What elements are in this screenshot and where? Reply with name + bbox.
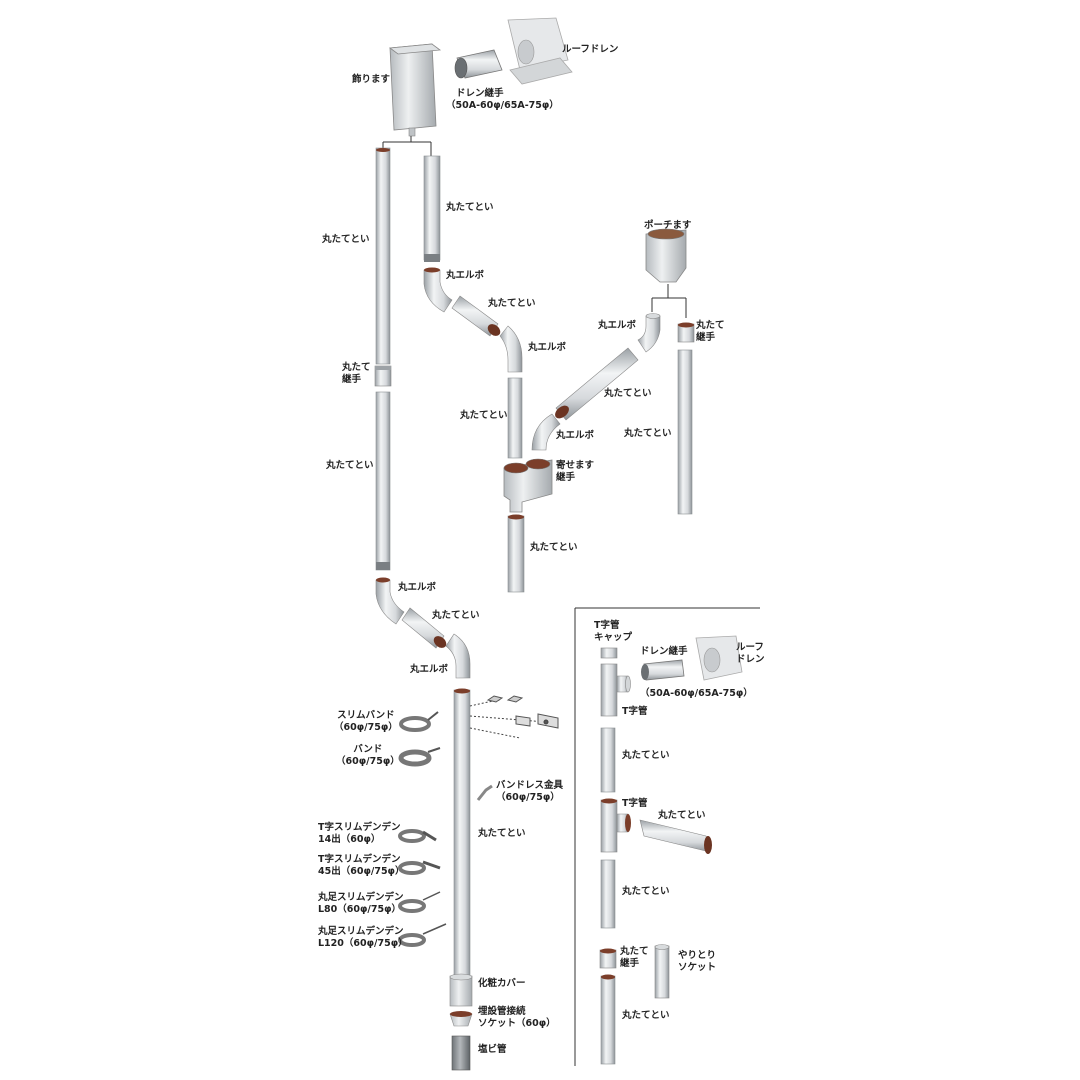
inset-drain-joint: [641, 659, 685, 681]
label-pipe-b2: 丸たてとい: [488, 298, 536, 309]
pvc-pipe: [451, 1035, 471, 1071]
pipe-b3: [507, 377, 523, 459]
elbow-c1: [637, 315, 661, 353]
label-socket: 埋設管接続 ソケット（60φ）: [478, 1006, 556, 1029]
label-pipe-b3: 丸たてとい: [460, 410, 508, 421]
pipe-a2: [375, 391, 391, 571]
elbow-a2: [445, 633, 471, 679]
label-joint-c: 丸たて 継手: [696, 320, 725, 343]
label-slim-band: スリムバンド （60φ/75φ）: [334, 710, 398, 733]
label-drain-joint: ドレン継手: [456, 88, 504, 99]
label-elbow-b2: 丸エルボ: [528, 342, 567, 353]
label-inset-t1: T字管: [622, 706, 648, 717]
elbow-c2: [531, 413, 561, 451]
label-porch-masu: ポーチます: [644, 220, 692, 231]
yose-masu: [503, 458, 553, 513]
label-inset-pipe2: 丸たてとい: [658, 810, 706, 821]
label-inset-yaritori: やりとり ソケット: [678, 950, 717, 973]
inset-t-cap: [600, 647, 618, 659]
label-elbow-c1: 丸エルボ: [598, 320, 637, 331]
label-t-slim-45: T字スリムデンデン 45出（60φ/75φ）: [318, 854, 405, 877]
band-part: [398, 747, 441, 767]
label-pipe-a2: 丸たてとい: [326, 460, 374, 471]
bandless-bracket: [476, 784, 493, 801]
label-drain-joint-size: （50A-60φ/65A-75φ）: [446, 100, 559, 111]
label-pipe-a3: 丸たてとい: [432, 610, 480, 621]
label-pvc: 塩ビ管: [478, 1044, 507, 1055]
inset-yaritori-socket: [654, 945, 670, 999]
buried-socket: [449, 1011, 473, 1027]
label-maru-l80: 丸足スリムデンデン L80（60φ/75φ）: [318, 892, 404, 915]
label-elbow-a1: 丸エルボ: [398, 582, 437, 593]
pipe-c3: [677, 349, 693, 515]
inset-t-pipe-1: [600, 663, 631, 717]
elbow-b2: [499, 325, 523, 373]
label-pipe-a4: 丸たてとい: [478, 828, 526, 839]
pipe-b1: [423, 155, 441, 261]
inset-pipe-2: [639, 819, 711, 853]
drain-joint-top: [454, 49, 503, 79]
porch-masu-box: [645, 228, 687, 283]
label-cover: 化粧カバー: [478, 978, 526, 989]
t-slim-14-part: [398, 829, 437, 843]
label-inset-roof-drain: ルーフ ドレン: [736, 642, 765, 665]
bracket-hardware: [469, 695, 559, 739]
label-kazari-masu: 飾ります: [352, 74, 391, 85]
cosmetic-cover: [449, 973, 473, 1007]
pipe-a1: [375, 147, 391, 365]
connector-lines-porch: [651, 284, 687, 318]
label-pipe-b1: 丸たてとい: [446, 202, 494, 213]
label-pipe-a1: 丸たてとい: [322, 234, 370, 245]
label-inset-t2: T字管: [622, 798, 648, 809]
roof-drain-top: [507, 17, 573, 85]
label-t-slim-14: T字スリムデンデン 14出（60φ）: [318, 822, 401, 845]
label-inset-pipe4: 丸たてとい: [622, 1010, 670, 1021]
inset-pipe-3: [600, 859, 616, 929]
inset-pipe-4: [600, 975, 616, 1065]
slim-band-part: [399, 711, 439, 732]
label-band: バンド （60φ/75φ）: [336, 744, 400, 767]
label-elbow-a2: 丸エルボ: [410, 664, 449, 675]
pipe-d: [507, 515, 525, 593]
label-bandless: バンドレス金具 （60φ/75φ）: [496, 780, 563, 803]
label-t-cap: T字管 キャップ: [594, 620, 633, 643]
label-inset-pipe1: 丸たてとい: [622, 750, 670, 761]
elbow-a1: [375, 579, 405, 625]
label-pipe-d: 丸たてとい: [530, 542, 578, 553]
label-inset-drain-joint: ドレン継手: [640, 646, 688, 657]
t-slim-45-part: [398, 860, 441, 875]
label-roof-drain: ルーフドレン: [562, 44, 619, 55]
elbow-b1: [423, 269, 453, 313]
label-elbow-b1: 丸エルボ: [446, 270, 485, 281]
label-yose-masu: 寄せます 継手: [556, 460, 595, 483]
label-maru-l120: 丸足スリムデンデン L120（60φ/75φ）: [318, 926, 408, 949]
label-elbow-c2: 丸エルボ: [556, 430, 595, 441]
pipe-a4: [453, 689, 471, 989]
kazari-masu-box: [388, 43, 442, 137]
maru-l80-part: [398, 891, 441, 913]
label-inset-drain-size: （50A-60φ/65A-75φ）: [640, 688, 753, 699]
label-inset-pipe3: 丸たてとい: [622, 886, 670, 897]
connector-lines-top: [382, 136, 432, 156]
pipe-a3: [401, 607, 445, 649]
inset-t-pipe-2: [600, 798, 631, 853]
label-joint-a: 丸たて 継手: [342, 362, 371, 385]
label-pipe-c2: 丸たてとい: [604, 388, 652, 399]
inset-pipe-1: [600, 727, 616, 793]
maru-l120-part: [398, 923, 447, 947]
label-inset-joint: 丸たて 継手: [620, 946, 649, 969]
inset-border: [574, 607, 760, 1066]
pipe-b2: [451, 295, 499, 337]
label-pipe-c3: 丸たてとい: [624, 428, 672, 439]
inset-roof-drain: [695, 635, 743, 681]
